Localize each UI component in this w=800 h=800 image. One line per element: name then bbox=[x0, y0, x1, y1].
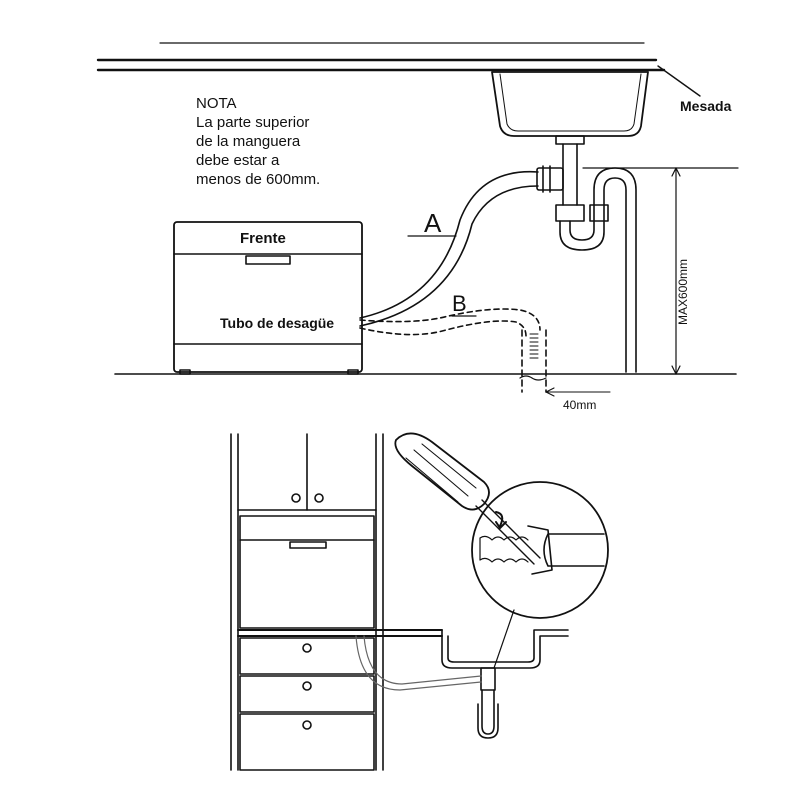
cabinet-left-side bbox=[230, 433, 239, 771]
magnified-view bbox=[471, 481, 609, 619]
max-height-label: MAX600mm bbox=[676, 258, 690, 325]
note-line: debe estar a bbox=[196, 152, 280, 169]
magnifier-leader bbox=[493, 609, 515, 669]
lower-drain-hose bbox=[355, 635, 482, 691]
drain-hose-label: Tubo de desagüe bbox=[220, 315, 335, 331]
dishwasher-body bbox=[173, 221, 363, 373]
drawer-knob-1 bbox=[302, 643, 312, 653]
drawer-1 bbox=[239, 637, 375, 675]
countertop-pointer bbox=[657, 65, 701, 97]
standpipe-ribs bbox=[529, 333, 539, 359]
trap-nut-left bbox=[555, 204, 585, 222]
lower-trap bbox=[481, 689, 495, 735]
note-line: NOTA bbox=[196, 95, 237, 112]
rotation-arrow bbox=[495, 511, 504, 527]
sink-bowl-inner bbox=[499, 73, 642, 132]
magnified-clamp bbox=[527, 525, 553, 575]
sink-bowl bbox=[491, 71, 649, 137]
standpipe bbox=[521, 329, 547, 393]
drain-hose-b bbox=[359, 308, 541, 337]
installation-note: NOTA La parte superior de la manguera de… bbox=[196, 94, 320, 189]
drain-hose-a-inner bbox=[359, 185, 539, 327]
countertop-label: Mesada bbox=[680, 98, 732, 114]
screwdriver-grip-lines bbox=[405, 443, 477, 503]
screwdriver-shaft bbox=[475, 499, 541, 565]
standpipe-break bbox=[519, 375, 547, 381]
hose-a-label: A bbox=[424, 208, 442, 238]
magnified-pipe bbox=[543, 533, 605, 567]
lower-sink-inner bbox=[447, 629, 569, 663]
note-line: de la manguera bbox=[196, 133, 301, 150]
magnified-hose-ribs bbox=[479, 535, 529, 563]
lower-drain-hose-2 bbox=[363, 635, 482, 685]
sink-drain-flange bbox=[555, 135, 585, 145]
lower-trap-outer bbox=[477, 703, 499, 739]
dishwasher-handle bbox=[245, 255, 291, 265]
sink-tailpiece bbox=[562, 143, 578, 206]
note-line: menos de 600mm. bbox=[196, 171, 321, 188]
rotation-arrow-head bbox=[495, 521, 507, 529]
lower-drain-connector bbox=[480, 667, 496, 691]
lower-sink bbox=[441, 629, 569, 669]
width-dim-arrow bbox=[545, 387, 555, 397]
drawer-3 bbox=[239, 713, 375, 771]
cabinet-right-side bbox=[375, 433, 384, 771]
dishwasher-foot-right bbox=[347, 369, 359, 375]
cupboard-knob-left bbox=[291, 493, 301, 503]
front-label: Frente bbox=[240, 230, 286, 247]
trap-nut-right bbox=[589, 204, 609, 222]
drawer-knob-3 bbox=[302, 720, 312, 730]
drawer-2 bbox=[239, 675, 375, 713]
p-trap bbox=[559, 167, 637, 373]
note-line: La parte superior bbox=[196, 114, 310, 131]
max-height-arrow-top bbox=[671, 167, 681, 177]
hose-b-label: B bbox=[452, 291, 467, 316]
pipe-width-label: 40mm bbox=[563, 398, 597, 412]
builtin-dishwasher bbox=[239, 515, 375, 629]
drain-hose-a bbox=[359, 170, 539, 319]
dishwasher-foot-left bbox=[179, 369, 191, 375]
builtin-dishwasher-handle bbox=[289, 541, 327, 549]
drawer-knob-2 bbox=[302, 681, 312, 691]
cupboard-knob-right bbox=[314, 493, 324, 503]
screwdriver-handle bbox=[394, 432, 490, 511]
